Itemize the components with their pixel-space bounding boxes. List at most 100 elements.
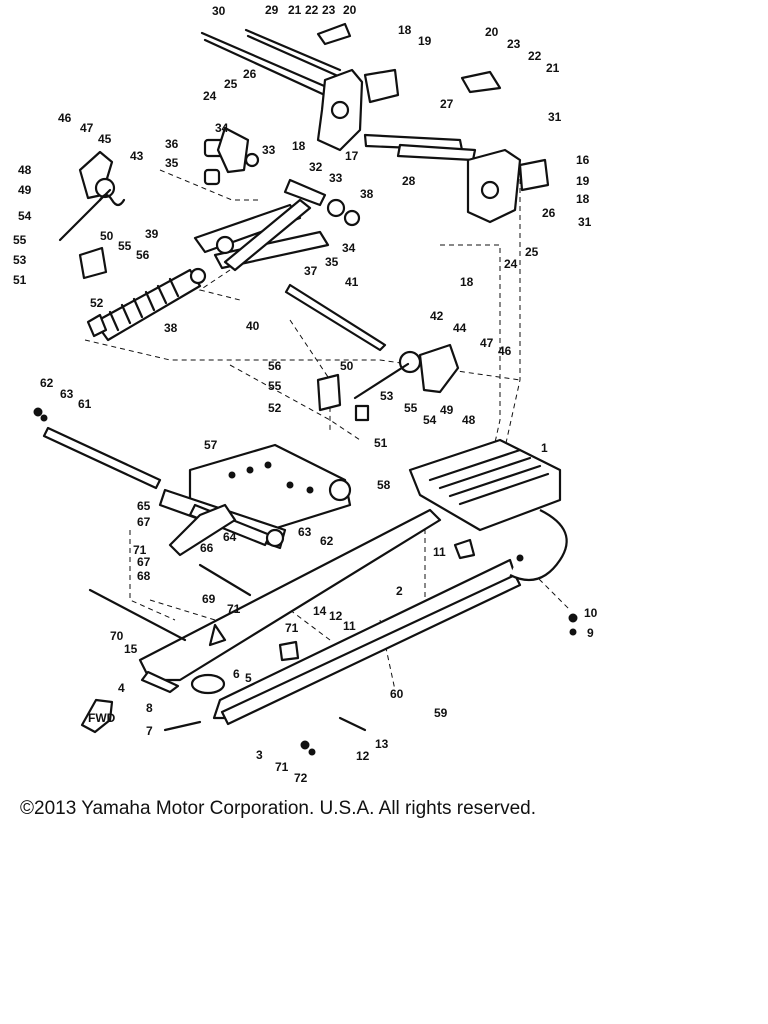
callout-number: 61: [78, 397, 92, 411]
callout-number: 71: [227, 602, 241, 616]
callout-number: 2: [396, 584, 403, 598]
callout-number: 35: [325, 255, 339, 269]
shock-absorber: [86, 267, 207, 342]
callout-number: 56: [136, 248, 150, 262]
front-arm-bracket: [78, 150, 116, 200]
callout-number: 69: [202, 592, 216, 606]
callout-number: 6: [233, 667, 240, 681]
callout-number: 44: [453, 321, 467, 335]
callout-number: 25: [525, 245, 539, 259]
callout-number: 72: [294, 771, 308, 785]
callout-number: 24: [504, 257, 518, 271]
callout-number: 18: [576, 192, 590, 206]
callout-number: 37: [304, 264, 318, 278]
track-slides: [408, 438, 568, 582]
callout-number: 52: [90, 296, 104, 310]
pivot-arm-assembly: [193, 126, 361, 272]
callout-number: 62: [40, 376, 54, 390]
callout-number: 12: [356, 749, 370, 763]
callout-number: 27: [440, 97, 454, 111]
callout-number: 32: [309, 160, 323, 174]
callout-number: 55: [268, 379, 282, 393]
callout-number: 19: [418, 34, 432, 48]
callout-number: 26: [243, 67, 257, 81]
callout-number: 50: [100, 229, 114, 243]
callout-number: 67: [137, 515, 151, 529]
rear-arm-bracket-left: [316, 22, 400, 152]
torsion-spring-right: [353, 343, 460, 400]
callout-number: 16: [576, 153, 590, 167]
callout-number: 31: [548, 110, 562, 124]
callout-number: 47: [480, 336, 494, 350]
callout-number: 54: [423, 413, 437, 427]
callout-number: 21: [546, 61, 560, 75]
front-direction-marker: FWD: [80, 698, 116, 734]
callout-number: 43: [130, 149, 144, 163]
copyright-notice: ©2013 Yamaha Motor Corporation. U.S.A. A…: [20, 798, 536, 819]
callout-number: 51: [13, 273, 27, 287]
callout-number: 36: [165, 137, 179, 151]
callout-number: 64: [223, 530, 237, 544]
rear-arm-bracket-right: [460, 70, 550, 224]
callout-number: 38: [360, 187, 374, 201]
mount-blocks: [78, 246, 370, 422]
callout-number: 55: [13, 233, 27, 247]
callout-number: 29: [265, 3, 279, 17]
callout-number: 12: [329, 609, 343, 623]
cross-shaft: [33, 407, 162, 490]
callout-number: 13: [375, 737, 389, 751]
alignment-lines: [84, 169, 571, 691]
callout-number: 63: [298, 525, 312, 539]
callout-number: 35: [165, 156, 179, 170]
callout-number: 67: [137, 555, 151, 569]
slide-rail-right: [212, 558, 522, 726]
callout-number: 50: [340, 359, 354, 373]
callout-number: 45: [98, 132, 112, 146]
callout-number: 38: [164, 321, 178, 335]
callout-number: 48: [18, 163, 32, 177]
callout-number: 56: [268, 359, 282, 373]
callout-number: 71: [285, 621, 299, 635]
callout-number: 4: [118, 681, 125, 695]
callout-number: 34: [342, 241, 356, 255]
callout-number: 20: [343, 3, 357, 17]
callout-number: 24: [203, 89, 217, 103]
callout-number: 18: [398, 23, 412, 37]
callout-number: 7: [146, 724, 153, 738]
callout-number: 46: [498, 344, 512, 358]
callout-number: 3: [256, 748, 263, 762]
callout-number: 55: [118, 239, 132, 253]
callout-number: 51: [374, 436, 388, 450]
callout-number: 62: [320, 534, 334, 548]
callout-number: 22: [305, 3, 319, 17]
callout-number: 57: [204, 438, 218, 452]
callout-number: 5: [245, 671, 252, 685]
callout-number: 14: [313, 604, 327, 618]
callout-number: 15: [124, 642, 138, 656]
callout-number: 52: [268, 401, 282, 415]
callout-number: 18: [292, 139, 306, 153]
callout-number: 47: [80, 121, 94, 135]
callout-number: 71: [275, 760, 289, 774]
callout-number: 65: [137, 499, 151, 513]
callout-number: 39: [145, 227, 159, 241]
callout-number: 33: [329, 171, 343, 185]
callout-number: 49: [18, 183, 32, 197]
callout-number: 40: [246, 319, 260, 333]
front-marker-label: FWD: [88, 711, 116, 725]
callout-number: 34: [215, 121, 229, 135]
callout-number: 70: [110, 629, 124, 643]
callout-number: 28: [402, 174, 416, 188]
callout-number: 20: [485, 25, 499, 39]
callout-number: 25: [224, 77, 238, 91]
callout-number: 10: [584, 606, 598, 620]
slide-rail-left: [138, 508, 442, 694]
callout-number: 48: [462, 413, 476, 427]
callout-number: 55: [404, 401, 418, 415]
callout-number: 59: [434, 706, 448, 720]
callout-number: 18: [460, 275, 474, 289]
upper-rods: [200, 28, 477, 352]
callout-number: 54: [18, 209, 32, 223]
callout-number: 30: [212, 4, 226, 18]
